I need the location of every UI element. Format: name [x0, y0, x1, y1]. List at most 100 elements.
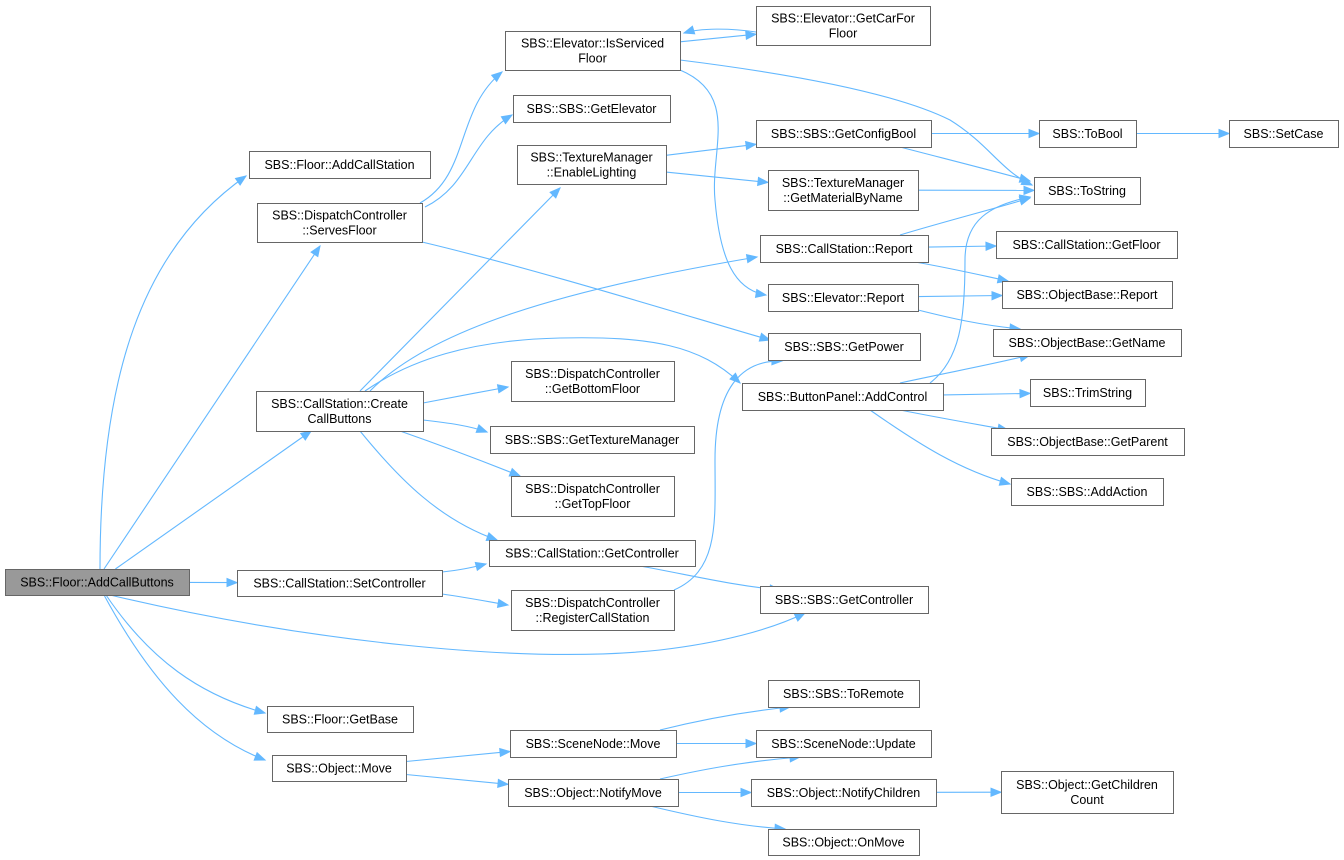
node-scenenode-update[interactable]: SBS::SceneNode::Update — [756, 730, 932, 758]
edge-cs_set_controller-to-dc_register_call_station — [441, 593, 510, 608]
node-sbs-set-case[interactable]: SBS::SetCase — [1229, 120, 1339, 148]
arrowhead-icon — [549, 187, 561, 199]
edge-line — [399, 430, 521, 477]
edge-bp_add_control-to-sbs_trim_string — [942, 388, 1032, 399]
edge-scenenode_move-to-scenenode_update — [676, 738, 758, 749]
node-sbs-to-string[interactable]: SBS::ToString — [1034, 177, 1141, 205]
node-box — [756, 6, 931, 46]
node-label: ::RegisterCallStation — [536, 611, 650, 625]
node-sbs-to-bool[interactable]: SBS::ToBool — [1039, 120, 1137, 148]
node-sbs-to-remote[interactable]: SBS::SBS::ToRemote — [768, 680, 920, 708]
node-box — [1011, 478, 1164, 506]
node-label: SBS::DispatchController — [525, 482, 660, 496]
node-label: SBS::DispatchController — [272, 209, 407, 223]
edge-add_call_buttons-to-sbs_get_controller — [109, 594, 807, 655]
node-elevator-report[interactable]: SBS::Elevator::Report — [768, 284, 919, 312]
arrowhead-icon — [740, 787, 753, 798]
node-object-notify-move[interactable]: SBS::Object::NotifyMove — [508, 779, 679, 807]
edge-sbs_to_bool-to-sbs_set_case — [1136, 128, 1231, 139]
node-sbs-get-power[interactable]: SBS::SBS::GetPower — [768, 333, 921, 361]
edge-bp_add_control-to-sbs_add_action — [869, 409, 1012, 486]
node-tm-get-material-by-name[interactable]: SBS::TextureManager::GetMaterialByName — [768, 170, 919, 211]
edge-line — [927, 245, 997, 248]
node-object-on-move[interactable]: SBS::Object::OnMove — [768, 829, 920, 856]
edge-line — [679, 33, 757, 43]
node-label: SBS::CallStation::GetController — [505, 547, 679, 561]
node-objectbase-get-parent[interactable]: SBS::ObjectBase::GetParent — [991, 428, 1185, 456]
node-object-move[interactable]: SBS::Object::Move — [272, 755, 407, 782]
edge-line — [405, 750, 511, 763]
edge-object_move-to-object_notify_move — [405, 773, 510, 788]
node-bp-add-control[interactable]: SBS::ButtonPanel::AddControl — [742, 383, 944, 411]
node-tm-enable-lighting[interactable]: SBS::TextureManager::EnableLighting — [517, 145, 667, 185]
node-label: SBS::SBS::ToRemote — [783, 687, 904, 701]
node-box — [756, 730, 932, 758]
node-objectbase-get-name[interactable]: SBS::ObjectBase::GetName — [993, 329, 1182, 357]
node-dc-register-call-station[interactable]: SBS::DispatchController::RegisterCallSta… — [511, 590, 675, 631]
edge-cs_get_controller-to-sbs_get_controller — [639, 565, 782, 594]
edge-line — [899, 409, 1009, 431]
node-box — [751, 779, 937, 807]
edge-tm_get_material_by_name-to-sbs_to_string — [917, 185, 1036, 196]
node-cs-report[interactable]: SBS::CallStation::Report — [760, 235, 929, 263]
node-cs-get-controller[interactable]: SBS::CallStation::GetController — [489, 540, 696, 567]
edge-line — [679, 69, 767, 296]
edge-line — [929, 196, 1031, 384]
edge-add_call_buttons-to-dc_serves_floor — [103, 244, 321, 570]
edge-line — [917, 309, 1021, 330]
node-dc-serves-floor[interactable]: SBS::DispatchController::ServesFloor — [257, 203, 423, 243]
node-cs-get-floor[interactable]: SBS::CallStation::GetFloor — [996, 231, 1178, 259]
node-scenenode-move[interactable]: SBS::SceneNode::Move — [510, 730, 677, 758]
node-label: SBS::CallStation::SetController — [253, 577, 425, 591]
node-label: SBS::SBS::GetController — [775, 593, 913, 607]
node-sbs-get-elevator[interactable]: SBS::SBS::GetElevator — [513, 95, 671, 123]
node-box — [513, 95, 671, 123]
node-sbs-get-texture-manager[interactable]: SBS::SBS::GetTextureManager — [490, 426, 695, 454]
node-label: SBS::Elevator::IsServiced — [521, 37, 664, 51]
node-box — [1001, 771, 1174, 814]
node-sbs-trim-string[interactable]: SBS::TrimString — [1030, 379, 1146, 407]
node-cs-set-controller[interactable]: SBS::CallStation::SetController — [237, 570, 443, 597]
edge-line — [914, 261, 1009, 282]
node-box — [768, 333, 921, 361]
node-objectbase-report[interactable]: SBS::ObjectBase::Report — [1002, 281, 1173, 309]
arrowhead-icon — [758, 332, 772, 342]
edge-add_call_buttons-to-floor_get_base — [105, 594, 267, 715]
node-dc-get-top-floor[interactable]: SBS::DispatchController::GetTopFloor — [511, 476, 675, 517]
node-dc-get-bottom-floor[interactable]: SBS::DispatchController::GetBottomFloor — [511, 361, 675, 402]
node-floor-get-base[interactable]: SBS::Floor::GetBase — [267, 706, 414, 733]
arrowhead-icon — [226, 577, 239, 588]
edge-line — [419, 71, 503, 204]
node-floor-add-call-station[interactable]: SBS::Floor::AddCallStation — [249, 151, 431, 179]
edge-object_notify_move-to-object_notify_children — [678, 787, 753, 798]
node-sbs-add-action[interactable]: SBS::SBS::AddAction — [1011, 478, 1164, 506]
edge-elevator_is_serviced_floor-to-elevator_report — [679, 69, 768, 299]
node-box — [257, 203, 423, 243]
edge-cs_create_call_buttons-to-cs_report — [369, 254, 759, 392]
nodes-layer: SBS::Floor::AddCallButtons SBS::Floor::Ad… — [5, 6, 1339, 856]
node-label: ::EnableLighting — [547, 166, 637, 180]
node-sbs-get-config-bool[interactable]: SBS::SBS::GetConfigBool — [756, 120, 932, 148]
node-sbs-get-controller[interactable]: SBS::SBS::GetController — [760, 586, 929, 614]
arrowhead-icon — [998, 476, 1012, 486]
node-add-call-buttons[interactable]: SBS::Floor::AddCallButtons — [5, 569, 190, 596]
node-label: SBS::Object::NotifyChildren — [767, 786, 921, 800]
node-box — [510, 730, 677, 758]
edge-line — [665, 143, 757, 156]
arrowhead-icon — [500, 114, 514, 125]
node-box — [768, 170, 919, 211]
node-label: Floor — [829, 27, 857, 41]
node-box — [511, 590, 675, 631]
node-label: SBS::Object::GetChildren — [1016, 778, 1158, 792]
edge-tm_enable_lighting-to-sbs_get_config_bool — [665, 140, 758, 156]
edge-add_call_buttons-to-floor_add_call_station — [99, 175, 248, 570]
node-object-notify-children[interactable]: SBS::Object::NotifyChildren — [751, 779, 937, 807]
arrowhead-icon — [1018, 173, 1032, 183]
arrowhead-icon — [499, 747, 512, 758]
node-label: SBS::SBS::AddAction — [1027, 485, 1148, 499]
arrowhead-icon — [310, 244, 321, 258]
